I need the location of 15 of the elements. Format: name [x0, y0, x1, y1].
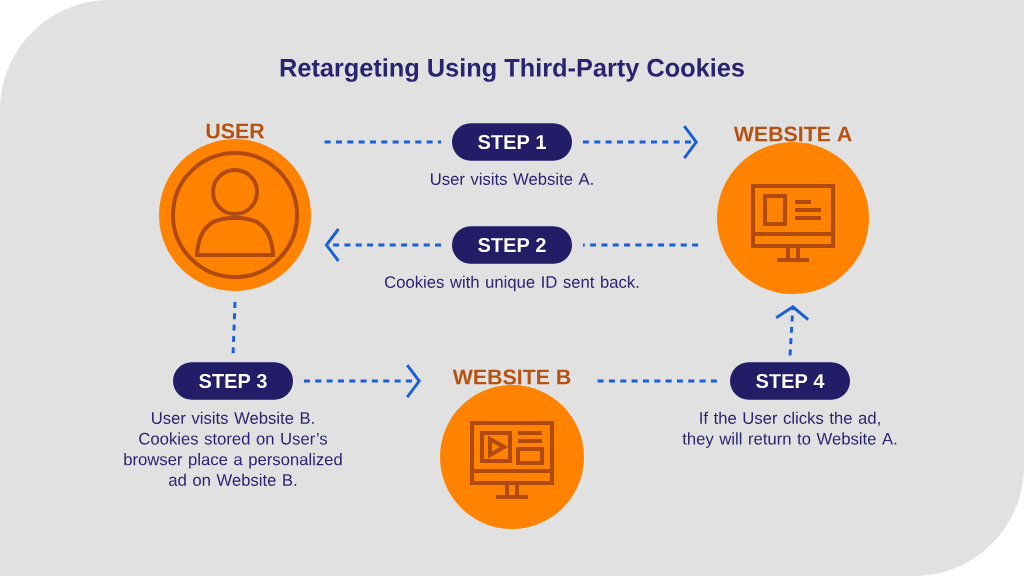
step-description: User visits Website B. Cookies stored on User’s browser place a personalized ad on Website B. [124, 411, 342, 486]
step-pill: STEP 1 [452, 123, 572, 161]
step-pill: STEP 3 [173, 362, 293, 400]
heading: USER [206, 123, 265, 139]
arrow [303, 364, 422, 398]
step-pill: STEP 2 [452, 226, 572, 264]
step-description: If the User clicks the ad, they will return to Website A. [682, 411, 897, 448]
heading: WEBSITE A [733, 126, 852, 142]
heading: WEBSITE B [452, 369, 571, 385]
step-pill: STEP 4 [730, 362, 850, 400]
step-description: User visits Website A. [431, 172, 593, 185]
step-description: Cookies with unique ID sent back. [385, 275, 639, 292]
title: Retargeting Using Third-Party Cookies [280, 58, 744, 82]
arrow [324, 228, 442, 262]
arrow [582, 125, 699, 159]
